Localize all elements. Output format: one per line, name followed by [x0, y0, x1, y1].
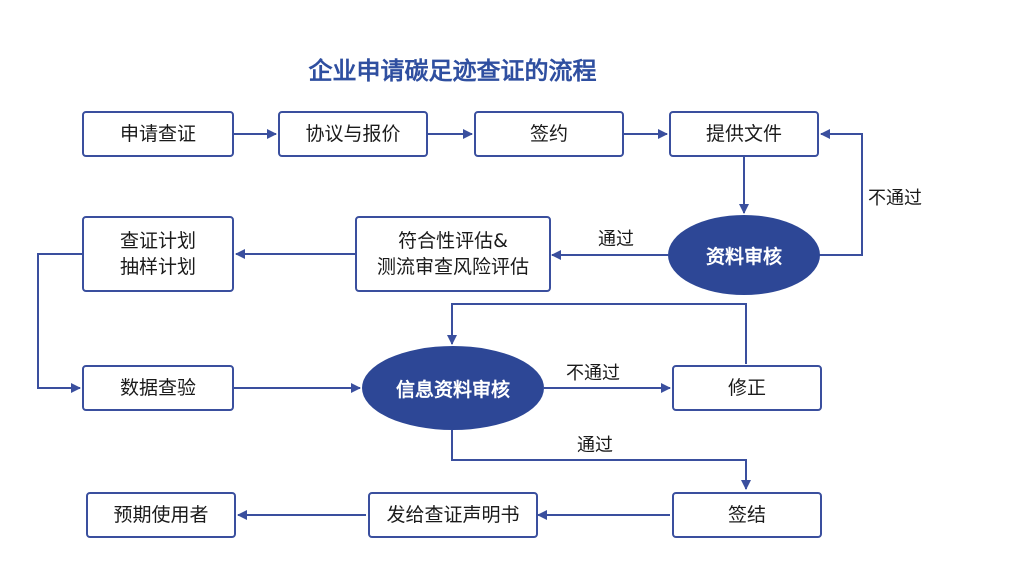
node-label: 签结	[727, 504, 766, 526]
arrow-review-fail-loop	[818, 129, 863, 256]
edge-label-pass: 通过	[598, 229, 634, 250]
edge-label-fail: 不通过	[566, 363, 620, 384]
node-label: 提供文件	[705, 123, 782, 145]
arrow-info-review-to-conclude	[451, 430, 751, 490]
edge-label-fail: 不通过	[868, 188, 922, 209]
node-label: 发给查证声明书	[386, 504, 520, 526]
node-info-review: 信息资料审核	[362, 346, 544, 430]
node-label: 预期使用者	[113, 504, 209, 526]
arrow-plan-to-data-check	[37, 253, 82, 393]
node-data-check: 数据查验	[82, 365, 234, 411]
node-plan: 查证计划 抽样计划	[82, 216, 234, 292]
node-label-line2: 抽样计划	[119, 256, 196, 278]
page-title: 企业申请碳足迹查证的流程	[308, 57, 597, 85]
edge-label-pass: 通过	[577, 435, 613, 456]
node-label: 数据查验	[119, 377, 196, 399]
node-doc-review: 资料审核	[668, 215, 820, 295]
node-sign: 签约	[474, 111, 624, 157]
node-apply: 申请查证	[82, 111, 234, 157]
node-label: 签约	[529, 123, 568, 145]
node-label: 资料审核	[705, 245, 782, 268]
node-label: 信息资料审核	[395, 378, 510, 401]
node-label: 修正	[727, 377, 766, 399]
node-intended-user: 预期使用者	[86, 492, 236, 538]
node-label: 申请查证	[119, 123, 196, 145]
node-issue-statement: 发给查证声明书	[368, 492, 538, 538]
node-label-line1: 查证计划	[119, 230, 196, 252]
node-provide-docs: 提供文件	[669, 111, 819, 157]
node-conclude: 签结	[672, 492, 822, 538]
node-assessment: 符合性评估& 测流审查风险评估	[355, 216, 551, 292]
node-agreement: 协议与报价	[278, 111, 428, 157]
node-correction: 修正	[672, 365, 822, 411]
node-label-line1: 符合性评估&	[398, 230, 508, 252]
arrow-correction-back-loop	[447, 303, 747, 364]
node-label-line2: 测流审查风险评估	[376, 256, 529, 278]
node-label: 协议与报价	[305, 123, 401, 145]
